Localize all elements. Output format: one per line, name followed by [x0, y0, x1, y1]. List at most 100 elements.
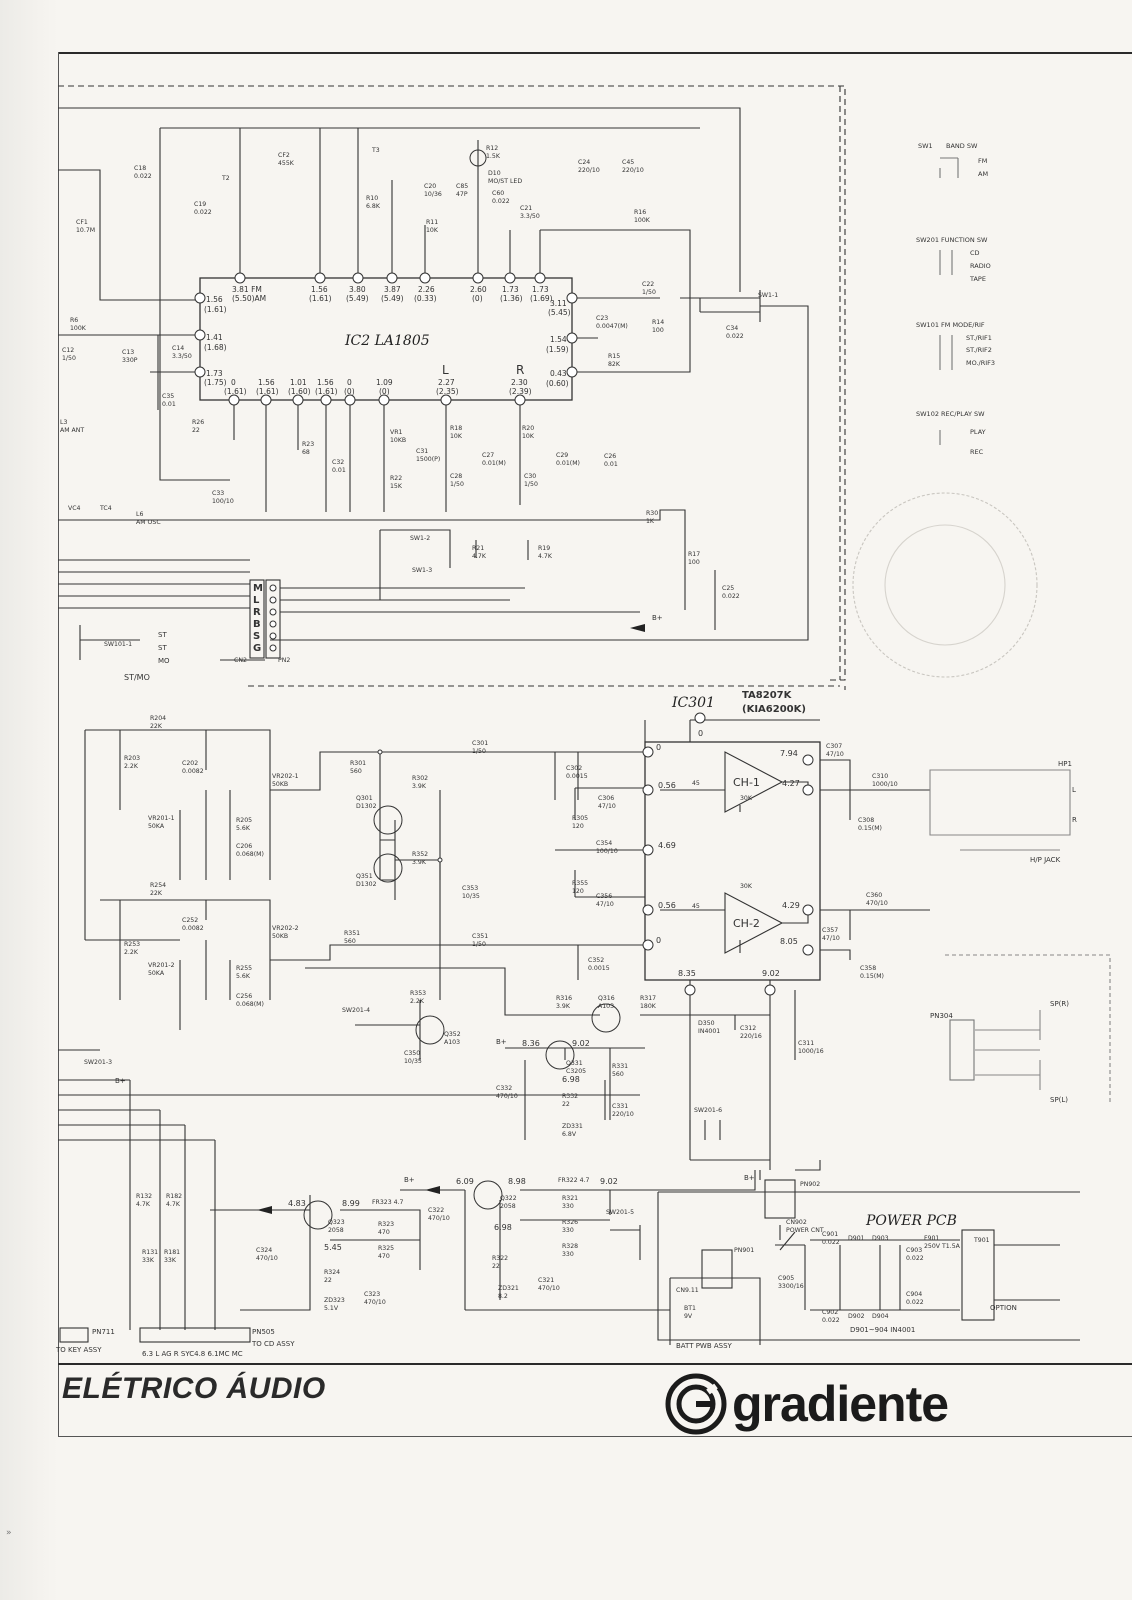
component-ref-c307: C307 [826, 743, 842, 750]
component-value-r12: 1.5K [486, 153, 501, 160]
component-value-c301: 1/50 [472, 748, 486, 755]
pin-voltage: (1.59) [546, 345, 569, 354]
component-ref-c331: C331 [612, 1103, 628, 1110]
component-ref-c12: C12 [62, 347, 74, 354]
component-ref-t3: T3 [371, 147, 380, 154]
component-value-d350: IN4001 [698, 1028, 720, 1035]
component-value-c21: 3.3/50 [520, 213, 540, 220]
component-ref-c14: C14 [172, 345, 184, 352]
component-value-c30: 1/50 [524, 481, 538, 488]
component-value-c33: 100/10 [212, 498, 234, 505]
component-value-r322: 22 [492, 1263, 500, 1270]
component-ref-cn902: CN902 [786, 1219, 807, 1226]
component-value-c25: 0.022 [722, 593, 740, 600]
opamp-ch2-label: CH-2 [733, 917, 760, 930]
component-ref-c357: C357 [822, 927, 838, 934]
component-ref-bt1: BT1 [684, 1305, 696, 1312]
component-ref-r332: R332 [562, 1093, 578, 1100]
component-ref-r16: R16 [634, 209, 646, 216]
component-ref-vr202-2: VR202-2 [272, 925, 299, 932]
component-ref-pn2: PN2 [278, 657, 290, 664]
component-ref-t901: T901 [973, 1237, 990, 1244]
legend-st2: ST./RIF2 [966, 346, 992, 354]
connector-pin-m: M [253, 583, 263, 594]
component-value-r203: 2.2K [124, 763, 139, 770]
component-value-zd323: 5.1V [324, 1305, 339, 1312]
component-ref-r23: R23 [302, 441, 314, 448]
pin-voltage: 2.30 [511, 378, 528, 387]
component-ref-c35: C35 [162, 393, 174, 400]
legend-rec-play: SW102 REC/PLAY SW [916, 410, 985, 418]
component-value-c202: 0.0082 [182, 768, 204, 775]
pin-voltage: 3.81 FM [232, 285, 262, 294]
component-ref-d903: D903 [872, 1235, 889, 1242]
pn711-label: PN711 [92, 1328, 115, 1336]
pin-voltage: 0.56 [658, 901, 676, 910]
component-value-c322: 470/10 [428, 1215, 450, 1222]
component-ref-c202: C202 [182, 760, 198, 767]
component-ref-c29: C29 [556, 452, 568, 459]
b-plus-label: B+ [744, 1174, 755, 1182]
component-value-r323: 470 [378, 1229, 390, 1236]
component-ref-r131: R131 [142, 1249, 158, 1256]
component-value-r355: 120 [572, 888, 584, 895]
component-ref-c25: C25 [722, 585, 734, 592]
component-value-c302: 0.0015 [566, 773, 588, 780]
component-value-c351: 1/50 [472, 941, 486, 948]
component-value-zd321: 8.2 [498, 1293, 508, 1300]
pin-voltage: (0) [344, 387, 355, 396]
component-ref-r255: R255 [236, 965, 252, 972]
component-ref-c358: C358 [860, 965, 876, 972]
pn304-label: PN304 [930, 1012, 953, 1020]
pin-voltage: 4.29 [782, 901, 800, 910]
component-ref-fr323: FR323 4.7 [372, 1199, 404, 1206]
component-ref-c34: C34 [726, 325, 738, 332]
transistor-label: 2058 [500, 1203, 516, 1210]
component-ref-c19: C19 [194, 201, 206, 208]
component-ref-c306: C306 [598, 795, 614, 802]
component-ref-c20: C20 [424, 183, 436, 190]
transistor-label: Q351 [356, 873, 373, 880]
component-value-c13: 330P [122, 357, 138, 364]
opamp-ch1-label: CH-1 [733, 776, 760, 789]
component-ref-c21: C21 [520, 205, 532, 212]
component-value-r301: 560 [350, 768, 362, 775]
connector-pin-r: R [253, 607, 261, 618]
pin-voltage: 0 [656, 743, 661, 752]
component-ref-c312: C312 [740, 1025, 756, 1032]
transistor-label: A103 [598, 1003, 614, 1010]
component-value-l6: AM OSC [136, 519, 161, 526]
component-ref-vr201-1: VR201-1 [148, 815, 175, 822]
pin-voltage: 1.73 [532, 285, 549, 294]
diodes-note: D901~904 IN4001 [850, 1326, 915, 1334]
component-ref-vr202-1: VR202-1 [272, 773, 299, 780]
footer-title: ELÉTRICO ÁUDIO [62, 1372, 326, 1405]
component-value-c20: 10/36 [424, 191, 442, 198]
component-value-r325: 470 [378, 1253, 390, 1260]
component-ref-r316: R316 [556, 995, 572, 1002]
component-ref-sw201-6: SW201-6 [694, 1107, 722, 1114]
sp-r-label: SP(R) [1050, 1000, 1069, 1008]
component-ref-vc4: VC4 [68, 505, 81, 512]
component-ref-c324: C324 [256, 1247, 272, 1254]
component-ref-fr322: FR322 4.7 [558, 1177, 590, 1184]
component-value-vr1: 10KB [390, 437, 406, 444]
pin-voltage: 0 [231, 378, 236, 387]
connector-pin-s: S [253, 631, 260, 642]
component-value-c256: 0.068(M) [236, 1001, 264, 1008]
pin-voltage: 1.73 [206, 369, 223, 378]
component-value-c903: 0.022 [906, 1255, 924, 1262]
component-ref-r205: R205 [236, 817, 252, 824]
component-ref-r324: R324 [324, 1269, 340, 1276]
b-plus-label: B+ [115, 1077, 126, 1085]
component-ref-zd331: ZD331 [562, 1123, 583, 1130]
component-ref-r323: R323 [378, 1221, 394, 1228]
component-ref-r321: R321 [562, 1195, 578, 1202]
component-value-c22: 1/50 [642, 289, 656, 296]
component-ref-d901: D901 [848, 1235, 865, 1242]
pin-voltage: (1.60) [288, 387, 311, 396]
node-voltage: 8.99 [342, 1199, 360, 1208]
legend-am: AM [978, 170, 988, 178]
component-ref-r331: R331 [612, 1063, 628, 1070]
component-value-r353: 2.2K [410, 998, 425, 1005]
